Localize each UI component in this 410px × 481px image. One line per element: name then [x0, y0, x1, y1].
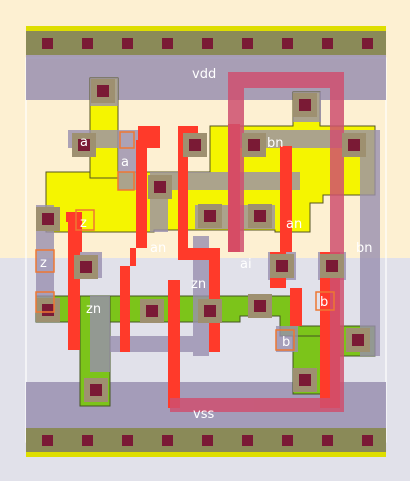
pin-a-label-secondary: a — [121, 155, 129, 170]
vdd-rail-stripe — [26, 26, 386, 55]
vdd-label: vdd — [192, 67, 216, 82]
pin-outlines — [35, 131, 335, 351]
vss-rail-stripe — [26, 428, 386, 457]
net-an-label-secondary: an — [286, 217, 302, 232]
net-bn-label-secondary: bn — [356, 241, 373, 256]
pin-b-label: b — [320, 295, 328, 310]
net-bn-label: bn — [267, 136, 284, 151]
net-zn-label-secondary: zn — [191, 277, 206, 292]
vss-label: vss — [193, 407, 214, 422]
pin-b-label-secondary: b — [282, 335, 290, 350]
net-ai-label: ai — [240, 257, 252, 272]
net-an-label: an — [150, 241, 166, 256]
pin-z-label: z — [80, 216, 87, 231]
pin-z-label-secondary: z — [40, 256, 47, 271]
contacts — [36, 79, 370, 402]
metal2-route — [170, 72, 344, 412]
net-zn-label: zn — [86, 302, 101, 317]
pin-a-label: a — [80, 135, 88, 150]
